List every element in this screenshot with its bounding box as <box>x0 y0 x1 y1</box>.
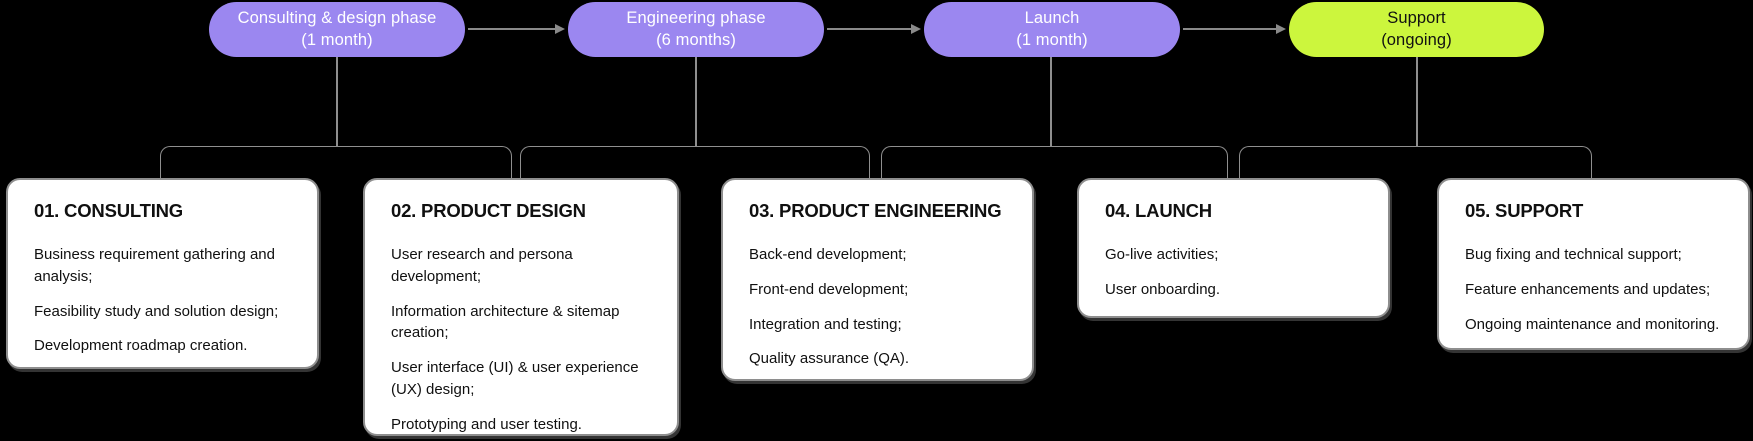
phase-pill-engineering: Engineering phase (6 months) <box>568 2 824 57</box>
card-product-engineering: 03. PRODUCT ENGINEERING Back-end develop… <box>721 178 1034 381</box>
card-title: 04. LAUNCH <box>1105 200 1212 221</box>
card-product-design: 02. PRODUCT DESIGN User research and per… <box>363 178 679 436</box>
card-item: Bug fixing and technical support; <box>1465 246 1682 263</box>
arrow-shaft <box>468 28 556 30</box>
phase-duration: (6 months) <box>656 30 736 49</box>
card-title: 03. PRODUCT ENGINEERING <box>749 200 1002 221</box>
card-body: Bug fixing and technical support; Featur… <box>1465 244 1722 335</box>
card-title: 02. PRODUCT DESIGN <box>391 200 586 221</box>
card-title: 05. SUPPORT <box>1465 200 1584 221</box>
card-item: User onboarding. <box>1105 280 1221 298</box>
phase-duration: (ongoing) <box>1381 30 1452 49</box>
card-consulting: 01. CONSULTING Business requirement gath… <box>6 178 319 369</box>
arrow-right-icon <box>1183 24 1286 34</box>
card-item: User research and persona development; <box>391 246 573 285</box>
arrow-right-icon <box>827 24 921 34</box>
card-launch: 04. LAUNCH Go-live activities; User onbo… <box>1077 178 1390 318</box>
phase-name: Support <box>1387 8 1446 27</box>
card-item: Development roadmap creation. <box>34 337 248 355</box>
connector-bracket <box>881 146 1228 179</box>
connector-stub <box>1050 57 1052 147</box>
card-item: Prototyping and user testing. <box>391 415 582 433</box>
arrow-shaft <box>827 28 912 30</box>
phase-pill-launch: Launch (1 month) <box>924 2 1180 57</box>
connector-stub <box>336 57 338 147</box>
arrow-head <box>1276 24 1286 34</box>
arrow-shaft <box>1183 28 1277 30</box>
card-body: Back-end development; Front-end developm… <box>749 244 1006 370</box>
card-support: 05. SUPPORT Bug fixing and technical sup… <box>1437 178 1750 350</box>
phase-pill-support: Support (ongoing) <box>1289 2 1544 57</box>
phase-duration: (1 month) <box>1016 30 1088 49</box>
connector-stub <box>695 57 697 147</box>
card-item: Information architecture & sitemap creat… <box>391 302 620 342</box>
card-item: Integration and testing; <box>749 315 902 333</box>
connector-bracket <box>520 146 870 179</box>
card-item: Back-end development; <box>749 246 907 263</box>
connector-bracket <box>1239 146 1592 179</box>
card-item: Quality assurance (QA). <box>749 350 910 368</box>
card-body: Go-live activities; User onboarding. <box>1105 244 1362 301</box>
card-item: Front-end development; <box>749 280 909 298</box>
card-title: 01. CONSULTING <box>34 200 183 221</box>
card-body: User research and persona development; I… <box>391 244 651 435</box>
phase-name: Launch <box>1024 8 1080 27</box>
card-item: Ongoing maintenance and monitoring. <box>1465 315 1720 333</box>
card-item: User interface (UI) & user experience (U… <box>391 359 639 398</box>
card-body: Business requirement gathering and analy… <box>34 244 291 357</box>
arrow-head <box>911 24 921 34</box>
phase-pill-consulting-design: Consulting & design phase (1 month) <box>209 2 465 57</box>
arrow-right-icon <box>468 24 565 34</box>
connector-bracket <box>160 146 512 179</box>
phase-name: Engineering phase <box>626 8 766 27</box>
card-item: Feature enhancements and updates; <box>1465 280 1711 298</box>
phase-name: Consulting & design phase <box>237 8 437 27</box>
card-item: Go-live activities; <box>1105 246 1219 263</box>
phase-duration: (1 month) <box>301 30 373 49</box>
connector-stub <box>1416 57 1418 147</box>
arrow-head <box>555 24 565 34</box>
card-item: Business requirement gathering and analy… <box>34 246 275 285</box>
card-item: Feasibility study and solution design; <box>34 302 279 320</box>
